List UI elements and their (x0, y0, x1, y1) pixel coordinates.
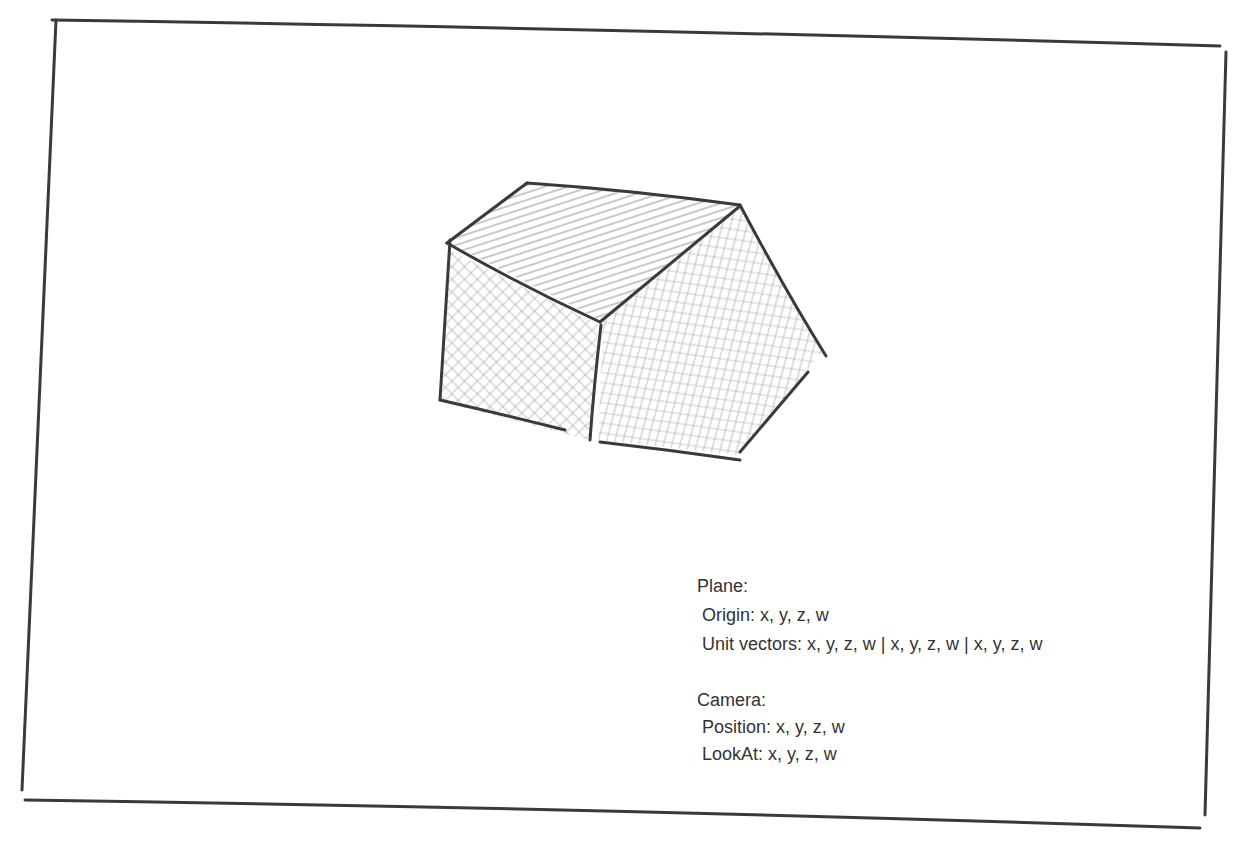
cube-edge (740, 205, 826, 356)
cube-edge (590, 325, 601, 440)
cube-edge (440, 400, 565, 430)
cube-edge (740, 372, 808, 452)
left-face-hatch (442, 250, 598, 440)
cube-edge (447, 243, 600, 322)
parameter-line: Origin: x, y, z, w (702, 604, 829, 626)
parameter-line: Position: x, y, z, w (702, 716, 845, 738)
cube-edge (440, 240, 450, 400)
frame-left (22, 20, 56, 790)
frame (22, 20, 1226, 828)
section-heading: Plane: (697, 575, 748, 597)
frame-right (1205, 52, 1226, 815)
cube-edge (600, 442, 740, 460)
right-face-hatch (598, 208, 822, 455)
frame-top (52, 20, 1220, 46)
cube-edge (600, 206, 740, 322)
parameter-line: Unit vectors: x, y, z, w | x, y, z, w | … (702, 633, 1042, 655)
left-face-hatch (442, 250, 598, 440)
cube-edge (527, 183, 740, 205)
cube-sketch (440, 183, 826, 460)
parameter-line: LookAt: x, y, z, w (702, 743, 837, 765)
section-heading: Camera: (697, 689, 766, 711)
frame-bottom (25, 800, 1200, 828)
cube-edge (447, 183, 527, 243)
right-face-hatch (598, 208, 822, 455)
